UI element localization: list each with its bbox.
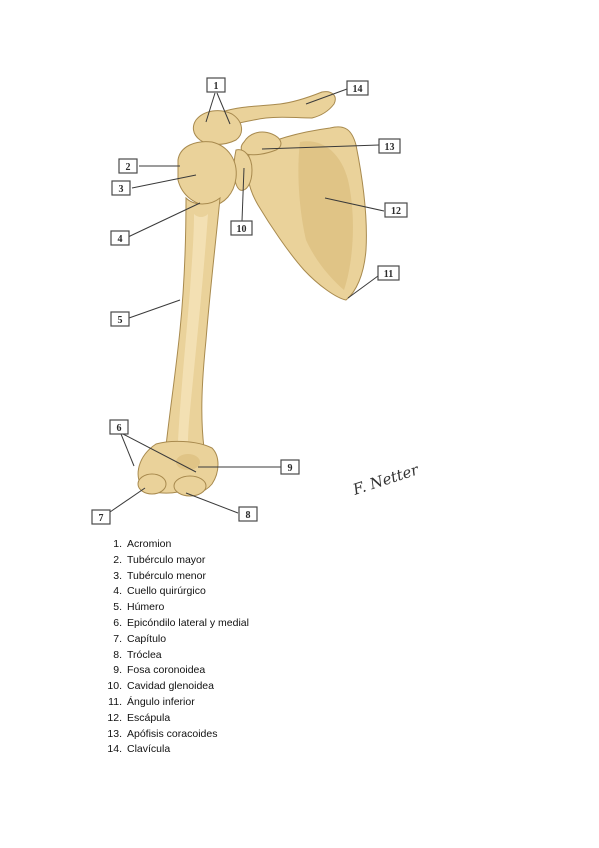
coronoid-fossa-shade [176, 454, 200, 470]
callout-1: 1 [206, 77, 226, 93]
legend-item-label: Apófisis coracoides [127, 727, 218, 740]
callout-10-number: 10 [237, 224, 247, 235]
shoulder-anatomy-illustration: 1 14 13 2 3 12 10 4 11 5 6 9 [91, 77, 422, 525]
legend-item-label: Acromion [127, 538, 172, 550]
callout-13: 13 [378, 138, 401, 154]
legend-item: 10. Cavidad glenoidea [100, 679, 249, 695]
legend-item-label: Húmero [127, 601, 165, 614]
legend-item: 7. Capítulo [100, 632, 249, 648]
legend-item-label: Clavícula [127, 743, 171, 756]
callout-8: 8 [238, 506, 258, 522]
callout-9-number: 9 [288, 463, 293, 474]
callout-3-number: 3 [119, 184, 124, 195]
callout-4-number: 4 [118, 234, 123, 245]
callout-5: 5 [110, 311, 130, 327]
callout-11: 11 [377, 265, 400, 281]
legend-item-label: Tróclea [127, 648, 162, 661]
legend-item-label: Escápula [127, 711, 171, 724]
callout-12-number: 12 [391, 206, 401, 217]
legend-item-number: 12. [107, 711, 122, 724]
callout-7: 7 [91, 509, 111, 525]
legend-item-number: 14. [107, 743, 122, 756]
callout-3: 3 [111, 180, 131, 196]
callout-5-number: 5 [118, 315, 123, 326]
scapula-shadow [298, 141, 353, 290]
legend-item-number: 9. [113, 664, 122, 677]
legend-item-label: Cavidad glenoidea [127, 680, 214, 693]
legend-item: 3. Tubérculo menor [100, 569, 249, 585]
legend-item-label: Tubérculo mayor [127, 553, 206, 566]
signature-text: F. Netter [350, 460, 422, 499]
legend-item-label: Capítulo [127, 632, 167, 645]
legend-item-number: 3. [113, 569, 122, 582]
legend-item: 2. Tubérculo mayor [100, 553, 249, 569]
legend-item-number: 1. [113, 538, 122, 550]
callout-10: 10 [230, 220, 253, 236]
legend-item: 6. Epicóndilo lateral y medial [100, 616, 249, 632]
legend-item-number: 13. [107, 727, 122, 740]
legend-item: 14. Clavícula [100, 742, 249, 758]
callout-6: 6 [109, 419, 129, 435]
legend-item-label: Tubérculo menor [127, 569, 206, 582]
legend-item-label: Epicóndilo lateral y medial [127, 616, 249, 629]
humerus-head-bone [177, 141, 237, 207]
legend-item: 1. Acromion [100, 537, 249, 553]
humerus-highlight [178, 214, 208, 444]
callout-7-number: 7 [99, 513, 104, 524]
capitulum-bone [137, 473, 167, 495]
legend-item-number: 8. [113, 648, 122, 661]
legend-item-number: 6. [113, 616, 122, 629]
legend-item-number: 7. [113, 632, 122, 645]
legend-item: 13. Apófisis coracoides [100, 727, 249, 743]
legend-item-number: 10. [107, 680, 122, 693]
trochlea-bone [173, 475, 207, 497]
legend-item-number: 11. [108, 695, 122, 708]
callout-8-number: 8 [246, 510, 251, 521]
callout-4: 4 [110, 230, 130, 246]
legend-item: 11. Ángulo inferior [100, 695, 249, 711]
callout-2: 2 [118, 158, 138, 174]
acromion-bone [192, 110, 242, 145]
callout-6-number: 6 [117, 423, 122, 434]
callout-1-number: 1 [214, 81, 219, 92]
callout-14-number: 14 [353, 84, 363, 95]
legend-item-number: 5. [113, 601, 122, 614]
leader-lines [109, 88, 385, 514]
legend-item-label: Cuello quirúrgico [127, 585, 206, 598]
callout-11-number: 11 [384, 269, 393, 280]
legend-list: 1. Acromion 2. Tubérculo mayor 3. Tubérculo m… [100, 537, 249, 758]
legend-item: 12. Escápula [100, 711, 249, 727]
callout-13-number: 13 [385, 142, 395, 153]
callout-12: 12 [384, 202, 408, 218]
legend-item-number: 2. [113, 553, 122, 566]
callout-9: 9 [280, 459, 300, 475]
legend-item-number: 4. [113, 585, 122, 598]
callout-2-number: 2 [126, 162, 131, 173]
legend-item-label: Ángulo inferior [127, 695, 195, 708]
callout-14: 14 [346, 80, 369, 96]
artist-signature: F. Netter [350, 460, 422, 499]
legend-item-label: Fosa coronoidea [127, 664, 206, 677]
legend-item: 5. Húmero [100, 600, 249, 616]
legend-item: 4. Cuello quirúrgico [100, 584, 249, 600]
legend-item: 8. Tróclea [100, 648, 249, 664]
legend-item: 9. Fosa coronoidea [100, 663, 249, 679]
